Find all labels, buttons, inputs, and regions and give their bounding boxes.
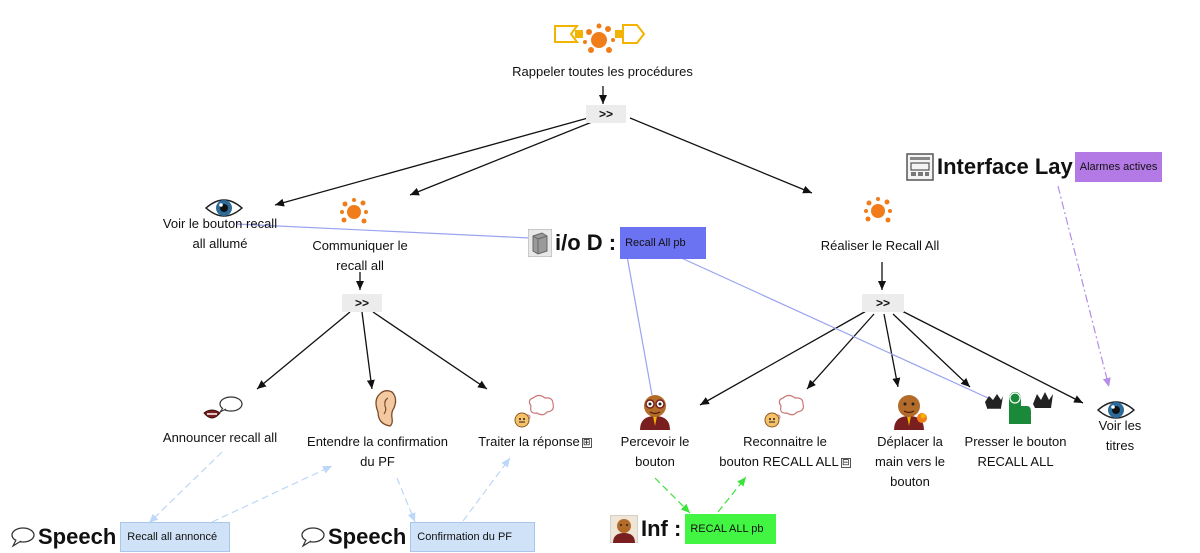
thinking-face-icon — [763, 394, 805, 428]
splat-icon — [339, 196, 369, 226]
eye-icon — [204, 196, 244, 220]
task-voir-titres-line2: titres — [1105, 438, 1135, 453]
task-entendre-line2: du PF — [360, 454, 395, 469]
task-deplacer-line1: Déplacer la — [877, 434, 943, 449]
object-inf-tag: RECAL ALL pb — [685, 514, 776, 544]
edge-root-comm — [409, 121, 593, 196]
task-deplacer-line3: bouton — [890, 474, 930, 489]
task-traiter-label: Traiter la réponse⊞ — [465, 432, 605, 452]
link-inf-reco — [717, 476, 747, 513]
task-realiser-label: Réaliser le Recall All — [820, 238, 940, 253]
task-communiquer[interactable]: Communiquer le recall all — [285, 236, 435, 276]
link-ann-speech1 — [148, 451, 223, 524]
ear-icon — [372, 388, 398, 428]
collapse-icon[interactable]: ⊟ — [840, 457, 851, 468]
task-voir-bouton[interactable]: Voir le bouton recall all allumé — [140, 214, 300, 254]
object-iod-title: i/o D : — [555, 230, 617, 255]
realiser-operator[interactable]: >> — [862, 294, 904, 312]
task-voir-titres-line1: Voir les — [1098, 418, 1142, 433]
task-presser[interactable]: Presser le bouton RECALL ALL — [948, 432, 1083, 472]
task-deplacer[interactable]: Déplacer la main vers le bouton — [855, 432, 965, 492]
task-percevoir-line1: Percevoir le — [620, 434, 690, 449]
task-announcer[interactable]: Announcer recall all — [145, 428, 295, 448]
task-reconnaitre-line2: bouton RECALL ALL — [719, 454, 839, 469]
task-traiter[interactable]: Traiter la réponse⊞ — [465, 432, 605, 452]
edge-comm-ent — [361, 311, 375, 390]
task-entendre-line1: Entendre la confirmation — [307, 434, 448, 449]
link-speech1-ent — [211, 465, 333, 523]
task-percevoir[interactable]: Percevoir le bouton — [605, 432, 705, 472]
edge-real-depl — [883, 313, 901, 388]
edge-real-reco — [806, 313, 875, 390]
press-hand-icon — [983, 388, 1053, 426]
edge-comm-ann — [256, 311, 351, 390]
object-speech-2-tag: Confirmation du PF — [410, 522, 536, 552]
task-communiquer-line2: recall all — [336, 258, 384, 273]
task-communiquer-line1: Communiquer le — [312, 238, 408, 253]
person-icon — [609, 514, 639, 544]
task-presser-line1: Presser le bouton — [964, 434, 1067, 449]
task-announcer-label: Announcer recall all — [162, 430, 278, 445]
object-speech-1[interactable]: Speech Recall all annoncé — [10, 522, 231, 552]
link-speech2-tra — [462, 457, 511, 522]
object-iod[interactable]: i/o D : Recall All pb — [527, 227, 706, 259]
task-deplacer-line2: main vers le — [874, 454, 946, 469]
edge-root-voir — [274, 117, 589, 207]
link-iod-voir — [235, 223, 531, 239]
expand-plus-icon[interactable]: ⊞ — [581, 437, 592, 448]
object-inf[interactable]: Inf : RECAL ALL pb — [609, 514, 776, 544]
splat-icon — [863, 195, 893, 225]
link-iod-perc — [626, 255, 653, 396]
edge-root-real — [629, 117, 813, 194]
root-task-label: Rappeler toutes les procédures — [512, 64, 693, 79]
task-traiter-text: Traiter la réponse — [478, 434, 580, 449]
abstract-task-icon — [553, 14, 646, 58]
window-layout-icon — [906, 153, 934, 181]
speech-bubble-icon — [300, 526, 326, 548]
object-speech-2[interactable]: Speech Confirmation du PF — [300, 522, 536, 552]
object-inf-title: Inf : — [641, 516, 682, 541]
link-iod-pres — [676, 255, 989, 399]
task-reconnaitre[interactable]: Reconnaitre le bouton RECALL ALL⊟ — [700, 432, 870, 472]
eye-icon — [1096, 398, 1136, 422]
link-perc-inf — [654, 477, 691, 514]
link-ent-speech2 — [396, 477, 416, 523]
perceiving-person-icon — [636, 392, 674, 430]
object-iod-tag: Recall All pb — [620, 227, 706, 259]
speech-bubble-icon — [10, 526, 36, 548]
link-interface-voirt — [1057, 185, 1111, 388]
task-voir-bouton-line2: all allumé — [192, 236, 248, 251]
root-operator[interactable]: >> — [586, 105, 626, 123]
edge-real-voirt — [899, 309, 1084, 404]
edge-real-pres — [892, 313, 971, 388]
device-icon — [527, 228, 553, 258]
speaking-mouth-icon — [198, 395, 244, 425]
task-reconnaitre-line2-wrap: bouton RECALL ALL⊟ — [700, 452, 870, 472]
object-interface-title: Interface Lay — [937, 154, 1073, 179]
task-reconnaitre-line1: Reconnaitre le — [743, 434, 827, 449]
object-interface-tag: Alarmes actives — [1074, 152, 1163, 182]
root-task[interactable]: Rappeler toutes les procédures — [470, 62, 735, 82]
task-voir-bouton-line1: Voir le bouton recall — [162, 216, 278, 231]
communiquer-operator[interactable]: >> — [342, 294, 382, 312]
object-speech-2-title: Speech — [328, 524, 407, 549]
object-speech-1-title: Speech — [38, 524, 117, 549]
motor-person-icon — [890, 392, 928, 430]
thinking-face-icon — [513, 394, 555, 428]
task-realiser[interactable]: Réaliser le Recall All — [795, 236, 965, 256]
task-presser-line2: RECALL ALL — [977, 454, 1054, 469]
edge-comm-tra — [372, 311, 488, 390]
edge-real-perc — [699, 309, 869, 406]
object-interface-layout[interactable]: Interface Lay Alarmes actives — [906, 152, 1163, 182]
object-speech-1-tag: Recall all annoncé — [120, 522, 231, 552]
task-percevoir-line2: bouton — [635, 454, 675, 469]
task-entendre[interactable]: Entendre la confirmation du PF — [290, 432, 465, 472]
task-voir-titres[interactable]: Voir les titres — [1085, 416, 1155, 456]
